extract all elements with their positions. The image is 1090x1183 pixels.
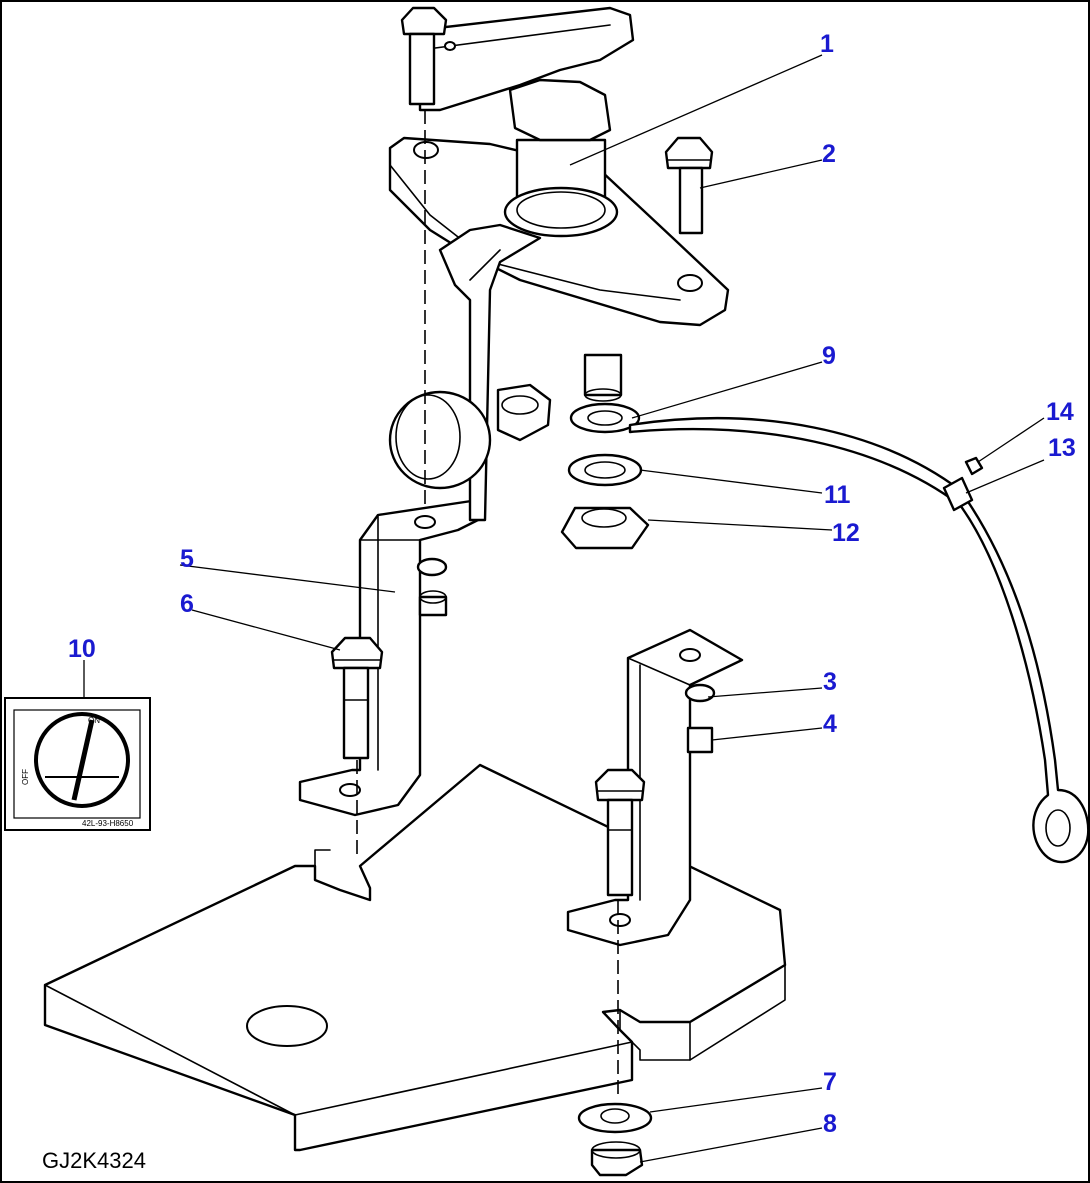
- bolt-top: [664, 136, 714, 235]
- callout-2: 2: [822, 140, 836, 168]
- callout-10: 10: [68, 635, 96, 663]
- callout-7: 7: [823, 1068, 837, 1096]
- bolt-left: [330, 636, 384, 760]
- bolt-handle: [400, 6, 448, 106]
- callout-12: 12: [832, 519, 860, 547]
- base-plate: [43, 763, 787, 1152]
- callout-5: 5: [180, 545, 194, 573]
- callouts: 1 2 3 4 5 6 7 8 9 10 11 12 13 14: [68, 30, 1076, 1138]
- bottom-washers: [577, 1102, 653, 1177]
- switch-dial-icon: [34, 712, 130, 808]
- on-off-decal: ON OFF 42L-93-H8650: [4, 697, 151, 831]
- alignment-lines: [356, 110, 619, 1100]
- callout-4: 4: [823, 710, 837, 738]
- battery-disconnect-switch: [388, 6, 730, 522]
- decal-on-label: ON: [88, 716, 100, 725]
- decal-off-label: OFF: [21, 769, 30, 785]
- bracket-left: [298, 498, 480, 817]
- callout-9: 9: [822, 342, 836, 370]
- leader-lines: [83, 54, 1045, 1163]
- callout-8: 8: [823, 1110, 837, 1138]
- callout-6: 6: [180, 590, 194, 618]
- callout-1: 1: [820, 30, 834, 58]
- terminal-hardware: [560, 402, 650, 550]
- bolt-right: [594, 768, 646, 897]
- drawing-code: GJ2K4324: [42, 1148, 146, 1173]
- callout-13: 13: [1048, 434, 1076, 462]
- decal-code: 42L-93-H8650: [82, 819, 134, 828]
- callout-11: 11: [824, 481, 851, 509]
- ground-cable: [628, 417, 1090, 864]
- bracket-right: [566, 628, 744, 947]
- callout-14: 14: [1046, 398, 1074, 426]
- callout-3: 3: [823, 668, 837, 696]
